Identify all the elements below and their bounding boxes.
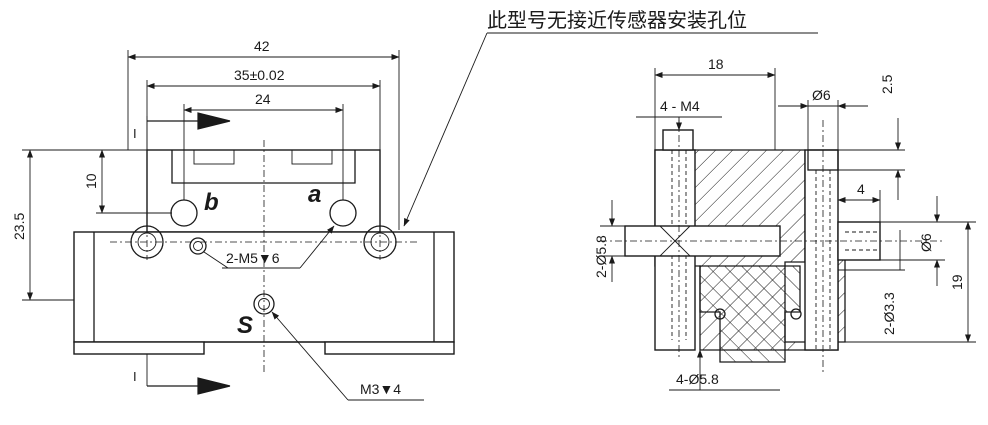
sensor-note-text: 此型号无接近传感器安装孔位 (487, 8, 747, 32)
dim-23-5-text: 23.5 (11, 213, 27, 240)
sensor-note: 此型号无接近传感器安装孔位 (403, 8, 818, 227)
front-upper-recess (171, 150, 356, 184)
side-right-column (804, 149, 839, 351)
dia33-text: 2-Ø3.3 (881, 292, 897, 335)
section-top-label: I (133, 126, 137, 141)
dim-10-text: 10 (83, 173, 99, 189)
section-bottom-label: I (133, 369, 137, 384)
label-s: S (237, 312, 253, 339)
front-top-block (146, 149, 381, 233)
label-b: b (204, 189, 219, 216)
m3-leader-a (271, 311, 349, 401)
front-rail-left (73, 341, 205, 355)
front-slot-left (193, 149, 235, 165)
dim-2-5-text: 2.5 (879, 74, 895, 94)
dim-4-text: 4 (857, 181, 865, 197)
sensor-note-leader (403, 32, 488, 227)
side-view: 18 4 - M4 Ø6 2.5 4 Ø6 19 (593, 56, 976, 391)
dim-42-text: 42 (254, 38, 270, 54)
side-ball-right (790, 308, 802, 320)
front-rail-right (324, 341, 455, 355)
dim-24-text: 24 (255, 91, 271, 107)
dia58-side-text: 2-Ø5.8 (593, 235, 609, 278)
dia6-side-text: Ø6 (918, 233, 934, 252)
side-rail (699, 265, 801, 363)
m4-text: 4 - M4 (660, 98, 700, 114)
label-a: a (308, 181, 321, 208)
side-m4-head (662, 129, 694, 151)
section-top-arrow (147, 112, 231, 130)
m5-leader-c (299, 225, 335, 269)
side-ball-left (714, 308, 726, 320)
m3-text: M3▼4 (360, 381, 401, 397)
m5-text: 2-M5▼6 (226, 250, 280, 266)
dim-19-text: 19 (949, 274, 965, 290)
dia6-top-text: Ø6 (812, 87, 831, 103)
front-hole-m5 (189, 237, 207, 255)
dim-35-text: 35±0.02 (234, 67, 285, 83)
section-bottom-arrow (147, 377, 231, 395)
dim-18-text: 18 (708, 56, 724, 72)
m5-leader-a (203, 251, 229, 269)
front-view: b a S 42 35±0.02 24 I I 23.5 10 (11, 38, 455, 401)
dia58-bottom-text: 4-Ø5.8 (676, 371, 719, 387)
front-slot-right (291, 149, 333, 165)
